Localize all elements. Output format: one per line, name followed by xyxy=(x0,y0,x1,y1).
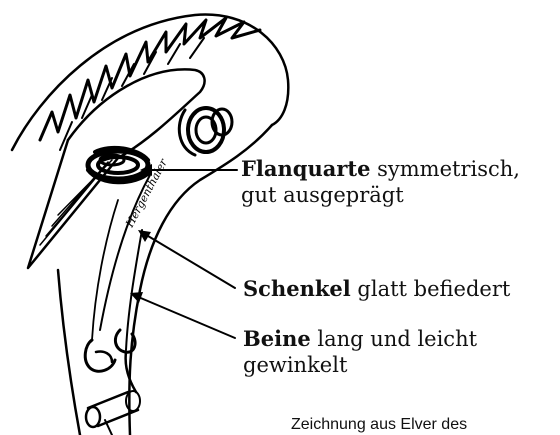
flanquarte-feathers xyxy=(88,148,150,182)
annotation-beine-line1: Beine lang und leicht xyxy=(243,326,477,352)
feather-ruffle xyxy=(40,18,260,140)
annotation-schenkel: Schenkel glatt befiedert xyxy=(243,276,510,302)
arrow-beine xyxy=(136,296,235,338)
flanquarte-rest-2: gut ausgeprägt xyxy=(241,182,520,208)
annotation-schenkel-line1: Schenkel glatt befiedert xyxy=(243,276,510,302)
annotation-flanquarte: Flanquarte symmetrisch, gut ausgeprägt xyxy=(241,156,520,208)
feather-ruffle-inner xyxy=(60,38,204,150)
term-beine: Beine xyxy=(243,326,311,351)
beine-rest-2: gewinkelt xyxy=(243,352,477,378)
term-flanquarte: Flanquarte xyxy=(241,156,370,181)
annotation-flanquarte-line1: Flanquarte symmetrisch, xyxy=(241,156,520,182)
wing-hatching xyxy=(40,160,112,245)
body-left-contour xyxy=(58,270,80,435)
annotation-beine: Beine lang und leicht gewinkelt xyxy=(243,326,477,378)
term-schenkel: Schenkel xyxy=(243,276,351,301)
flanquarte-rest-1: symmetrisch, xyxy=(370,157,520,181)
arrow-schenkel xyxy=(143,233,235,288)
side-curl-feathers xyxy=(179,108,232,155)
schenkel-rest-1: glatt befiedert xyxy=(351,277,511,301)
figure-caption: Zeichnung aus Elver des xyxy=(291,416,467,434)
perch xyxy=(86,391,140,427)
beine-rest-1: lang und leicht xyxy=(311,327,477,351)
